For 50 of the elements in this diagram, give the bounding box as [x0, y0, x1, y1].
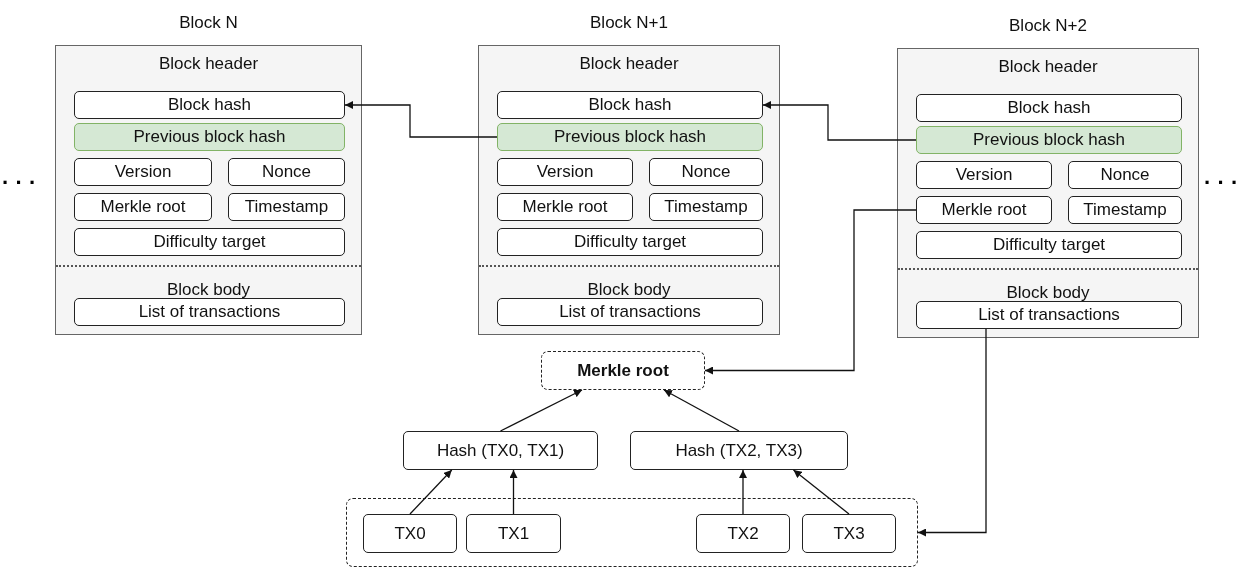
header-field: Merkle root [916, 196, 1052, 224]
arrow [704, 209, 917, 375]
section-heading: Block header [997, 57, 1099, 77]
header-field: Timestamp [228, 193, 345, 221]
header-field: Block hash [497, 91, 763, 119]
arrow [509, 469, 518, 515]
transaction-box: TX1 [466, 514, 561, 553]
section-heading: Block body [586, 280, 672, 300]
arrow [762, 101, 917, 141]
header-field: Difficulty target [497, 228, 763, 256]
header-field: Nonce [1068, 161, 1182, 189]
body-field: List of transactions [74, 298, 345, 326]
body-field: List of transactions [497, 298, 763, 326]
section-heading: Block body [165, 280, 252, 300]
body-field: List of transactions [916, 301, 1182, 329]
arrow [917, 328, 987, 537]
transaction-group [346, 498, 918, 567]
header-field: Timestamp [649, 193, 763, 221]
block-title: Block N+2 [1008, 16, 1088, 36]
block-title: Block N [178, 13, 239, 33]
header-field: Merkle root [74, 193, 212, 221]
header-field: Timestamp [1068, 196, 1182, 224]
transaction-box: TX2 [696, 514, 790, 553]
section-heading: Block header [578, 54, 680, 74]
arrow [739, 469, 747, 515]
header-field: Version [74, 158, 212, 186]
arrow [344, 101, 498, 138]
transaction-box: TX3 [802, 514, 896, 553]
header-field: Difficulty target [916, 231, 1182, 259]
header-field: Block hash [916, 94, 1182, 122]
section-heading: Block header [157, 54, 260, 74]
header-field: Nonce [649, 158, 763, 186]
header-field: Difficulty target [74, 228, 345, 256]
header-field: Merkle root [497, 193, 633, 221]
header-field: Previous block hash [74, 123, 345, 151]
header-field: Previous block hash [916, 126, 1182, 154]
header-field: Nonce [228, 158, 345, 186]
transaction-box: TX0 [363, 514, 457, 553]
header-field: Previous block hash [497, 123, 763, 151]
merkle-root-box: Merkle root [541, 351, 705, 390]
header-field: Version [497, 158, 633, 186]
arrow [663, 389, 740, 432]
block-title: Block N+1 [589, 13, 669, 33]
header-field: Block hash [74, 91, 345, 119]
arrow [792, 469, 850, 515]
hash-box: Hash (TX2, TX3) [630, 431, 848, 470]
header-field: Version [916, 161, 1052, 189]
section-heading: Block body [1005, 283, 1091, 303]
arrow [499, 389, 583, 432]
hash-box: Hash (TX0, TX1) [403, 431, 598, 470]
